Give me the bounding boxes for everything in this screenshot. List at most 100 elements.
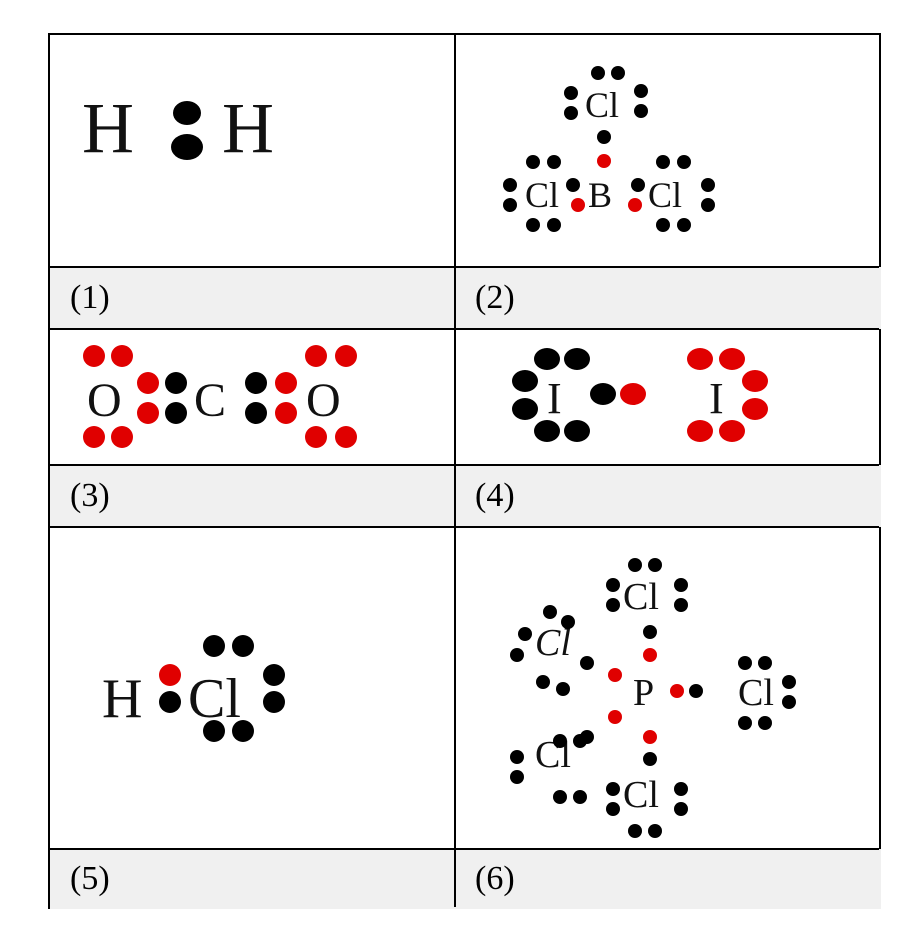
shared-electron [670, 684, 684, 698]
atom-symbol: I [547, 374, 562, 423]
electron [510, 770, 524, 784]
shared-electron [687, 420, 713, 442]
electron [173, 101, 201, 125]
atom-symbol: Cl [535, 622, 571, 664]
structure-5-drawing: H Cl [102, 635, 285, 742]
electron [606, 802, 620, 816]
electron [643, 625, 657, 639]
shared-electron [628, 198, 642, 212]
electron [674, 578, 688, 592]
atom-symbol: O [306, 374, 341, 427]
atom-symbol: Cl [648, 175, 682, 215]
electron [564, 348, 590, 370]
row-divider [50, 464, 879, 466]
electron [245, 372, 267, 394]
electron [591, 66, 605, 80]
structure-cell-2: Cl Cl B Cl [455, 35, 881, 267]
electron [159, 691, 181, 713]
shared-electron [83, 426, 105, 448]
electron [738, 716, 752, 730]
electron [674, 598, 688, 612]
column-divider [454, 35, 456, 907]
structure-4-drawing: I I [512, 348, 768, 442]
electron [503, 178, 517, 192]
shared-electron [687, 348, 713, 370]
electron [573, 734, 587, 748]
electron [628, 558, 642, 572]
structure-label: (5) [70, 860, 110, 897]
electron [564, 106, 578, 120]
electron [648, 824, 662, 838]
atom-symbol: C [194, 374, 226, 427]
shared-electron [571, 198, 585, 212]
electron [203, 720, 225, 742]
electron [553, 790, 567, 804]
structure-label: (1) [70, 279, 110, 316]
label-cell-3: (3) [50, 465, 455, 527]
electron [556, 682, 570, 696]
electron [526, 155, 540, 169]
electron [597, 130, 611, 144]
lewis-structure-table: H H Cl Cl B Cl [48, 33, 881, 909]
electron [165, 372, 187, 394]
electron [631, 178, 645, 192]
electron [677, 155, 691, 169]
electron [758, 716, 772, 730]
electron [606, 578, 620, 592]
shared-electron [275, 372, 297, 394]
structure-2-drawing: Cl Cl B Cl [503, 66, 715, 232]
electron [245, 402, 267, 424]
electron [606, 782, 620, 796]
structure-label: (6) [475, 860, 515, 897]
shared-electron [137, 402, 159, 424]
electron [674, 802, 688, 816]
label-cell-4: (4) [455, 465, 881, 527]
atom-symbol: H [222, 88, 274, 168]
shared-electron [719, 420, 745, 442]
electron [547, 218, 561, 232]
shared-electron [83, 345, 105, 367]
atom-symbol: Cl [585, 85, 619, 125]
electron [165, 402, 187, 424]
structure-3-drawing: O C O [83, 345, 357, 448]
electron [553, 734, 567, 748]
electron [512, 398, 538, 420]
electron [564, 420, 590, 442]
electron [534, 348, 560, 370]
structure-cell-5: H Cl [50, 527, 455, 849]
electron [203, 635, 225, 657]
structure-6-drawing: Cl Cl P Cl Cl Cl [510, 558, 796, 838]
shared-electron [305, 345, 327, 367]
electron [701, 198, 715, 212]
electron [738, 656, 752, 670]
electron [782, 695, 796, 709]
label-cell-6: (6) [455, 849, 881, 909]
label-cell-1: (1) [50, 267, 455, 329]
structure-1-drawing: H H [82, 88, 274, 168]
shared-electron [608, 710, 622, 724]
electron [611, 66, 625, 80]
structure-cell-4: I I [455, 329, 881, 465]
electron [580, 656, 594, 670]
electron [561, 615, 575, 629]
shared-electron [620, 383, 646, 405]
atom-symbol: Cl [188, 668, 241, 730]
atom-symbol: Cl [525, 175, 559, 215]
electron [656, 155, 670, 169]
structure-cell-6: Cl Cl P Cl Cl Cl [455, 527, 881, 849]
electron [573, 790, 587, 804]
shared-electron [608, 668, 622, 682]
shared-electron [335, 426, 357, 448]
electron [674, 782, 688, 796]
electron [606, 598, 620, 612]
electron [634, 84, 648, 98]
shared-electron [643, 648, 657, 662]
shared-electron [643, 730, 657, 744]
electron [566, 178, 580, 192]
electron [590, 383, 616, 405]
electron [503, 198, 517, 212]
atom-symbol: Cl [623, 576, 659, 618]
shared-electron [305, 426, 327, 448]
shared-electron [275, 402, 297, 424]
atom-symbol: Cl [623, 774, 659, 816]
